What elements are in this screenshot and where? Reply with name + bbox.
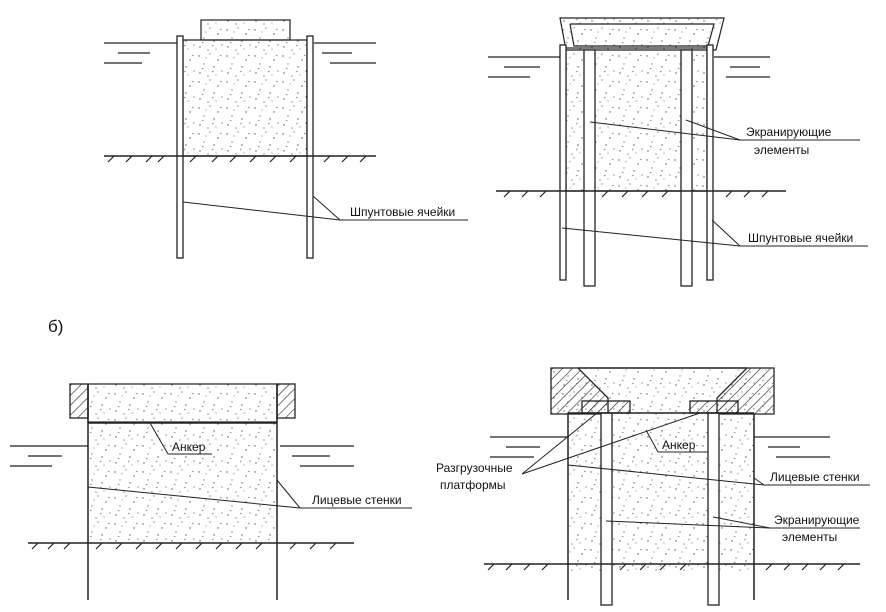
- label-anchor-bottom-left: Анкер: [172, 440, 206, 454]
- leader-relief-platforms-b: [521, 412, 701, 475]
- ground-line: [496, 190, 786, 198]
- water-line-right: [754, 436, 830, 458]
- ground-line: [28, 542, 354, 550]
- water-line-left: [490, 436, 568, 458]
- screening-element-right: [707, 412, 720, 606]
- screening-element-left: [600, 412, 613, 606]
- diagram-bottom-left: Анкер Лицевые стенки: [10, 383, 412, 600]
- sheet-pile-right: [306, 35, 314, 259]
- screening-element-left: [583, 49, 596, 287]
- water-line-left: [104, 42, 178, 64]
- cap: [200, 19, 291, 41]
- water-line-left: [488, 56, 562, 78]
- diagram-top-right: Экранирующие элементы Шпунтовые ячейки: [488, 17, 868, 287]
- relief-platform-left: [581, 400, 631, 414]
- screening-element-right: [680, 49, 693, 287]
- ground-line: [104, 155, 376, 163]
- cap: [559, 17, 725, 51]
- label-anchor-bottom-right: Анкер: [662, 438, 696, 452]
- hatched-block-left: [69, 383, 89, 419]
- water-line-left: [10, 445, 88, 467]
- backfill: [88, 422, 277, 543]
- label-relief-platforms-line2: платформы: [440, 478, 506, 492]
- leader-anchor-bottom-right: [645, 429, 708, 453]
- diagram-top-left: Шпунтовые ячейки: [104, 19, 468, 259]
- sheet-pile-left: [176, 35, 184, 259]
- backfill: [182, 39, 308, 157]
- label-face-walls-bottom-left: Лицевые стенки: [312, 493, 402, 507]
- relief-platform-right: [689, 400, 739, 414]
- label-screening-line2: элементы: [754, 143, 809, 157]
- section-label: б): [48, 317, 63, 336]
- label-sheet-cells-top-right: Шпунтовые ячейки: [748, 231, 853, 245]
- label-relief-platforms-line1: Разгрузочные: [436, 461, 513, 475]
- sheet-pile-right: [706, 44, 714, 281]
- label-screening-bottom-line2: элементы: [782, 530, 837, 544]
- water-line-right: [314, 42, 376, 64]
- label-screening-line1: Экранирующие: [746, 125, 832, 139]
- label-screening-bottom-line1: Экранирующие: [774, 513, 860, 527]
- water-line-right: [280, 445, 354, 467]
- cap-fill: [87, 383, 278, 423]
- diagram-bottom-right: Анкер Разгрузочные платформы Лицевые сте…: [436, 367, 870, 606]
- sheet-pile-left: [559, 44, 567, 281]
- label-sheet-cells-top-left: Шпунтовые ячейки: [350, 205, 455, 219]
- hatched-block-right: [276, 383, 296, 419]
- leader-relief-platforms-a: [521, 412, 598, 475]
- ground-line: [484, 563, 860, 571]
- leader-anchor-bottom-left: [149, 422, 212, 455]
- label-face-walls-bottom-right: Лицевые стенки: [770, 470, 860, 484]
- water-line-right: [714, 56, 770, 78]
